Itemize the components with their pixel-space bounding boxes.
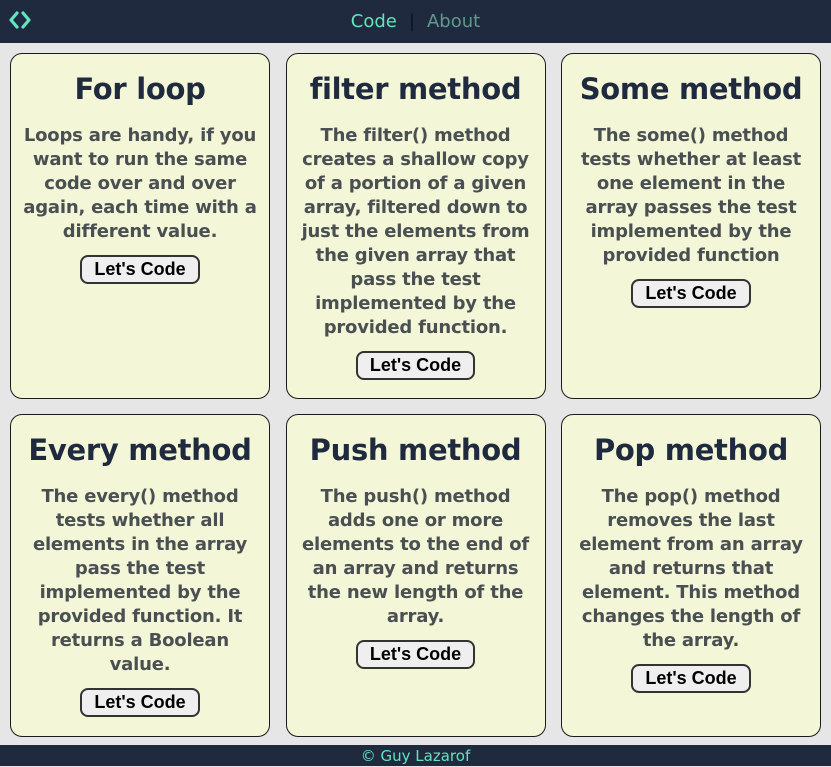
card-filter-method: filter method The filter() method create… (285, 53, 546, 399)
card-description: Loops are handy, if you want to run the … (23, 125, 257, 242)
navbar: Code | About (0, 0, 831, 43)
card-some-method: Some method The some() method tests whet… (561, 53, 821, 399)
card-description: The push() method adds one or more eleme… (301, 486, 530, 627)
card-description: The filter() method creates a shallow co… (301, 125, 530, 338)
card-every-method: Every method The every() method tests wh… (10, 414, 270, 737)
nav-links: Code | About (0, 0, 831, 43)
card-title: Every method (28, 433, 252, 467)
card-description: The some() method tests whether at least… (581, 125, 801, 266)
lets-code-button[interactable]: Let's Code (80, 688, 200, 717)
card-push-method: Push method The push() method adds one o… (285, 414, 546, 737)
card-pop-method: Pop method The pop() method removes the … (561, 414, 821, 737)
card-grid: For loop Loops are handy, if you want to… (10, 53, 821, 737)
lets-code-button[interactable]: Let's Code (80, 255, 200, 284)
footer: © Guy Lazarof (0, 745, 831, 766)
lets-code-button[interactable]: Let's Code (355, 640, 476, 669)
card-title: Push method (309, 433, 522, 467)
card-title: Some method (579, 72, 803, 106)
lets-code-button[interactable]: Let's Code (631, 664, 751, 693)
lets-code-button[interactable]: Let's Code (631, 279, 751, 308)
card-title: filter method (309, 72, 522, 106)
footer-copyright: © Guy Lazarof (360, 747, 471, 765)
code-brackets-icon[interactable] (9, 10, 31, 30)
card-description: The every() method tests whether all ele… (32, 486, 248, 675)
nav-separator: | (408, 11, 415, 32)
card-description: The pop() method removes the last elemen… (579, 486, 803, 651)
card-title: For loop (74, 72, 206, 106)
lets-code-button[interactable]: Let's Code (355, 351, 476, 380)
card-title: Pop method (593, 433, 789, 467)
nav-link-code[interactable]: Code (350, 11, 397, 32)
nav-link-about[interactable]: About (426, 11, 481, 32)
card-for-loop: For loop Loops are handy, if you want to… (10, 53, 270, 399)
